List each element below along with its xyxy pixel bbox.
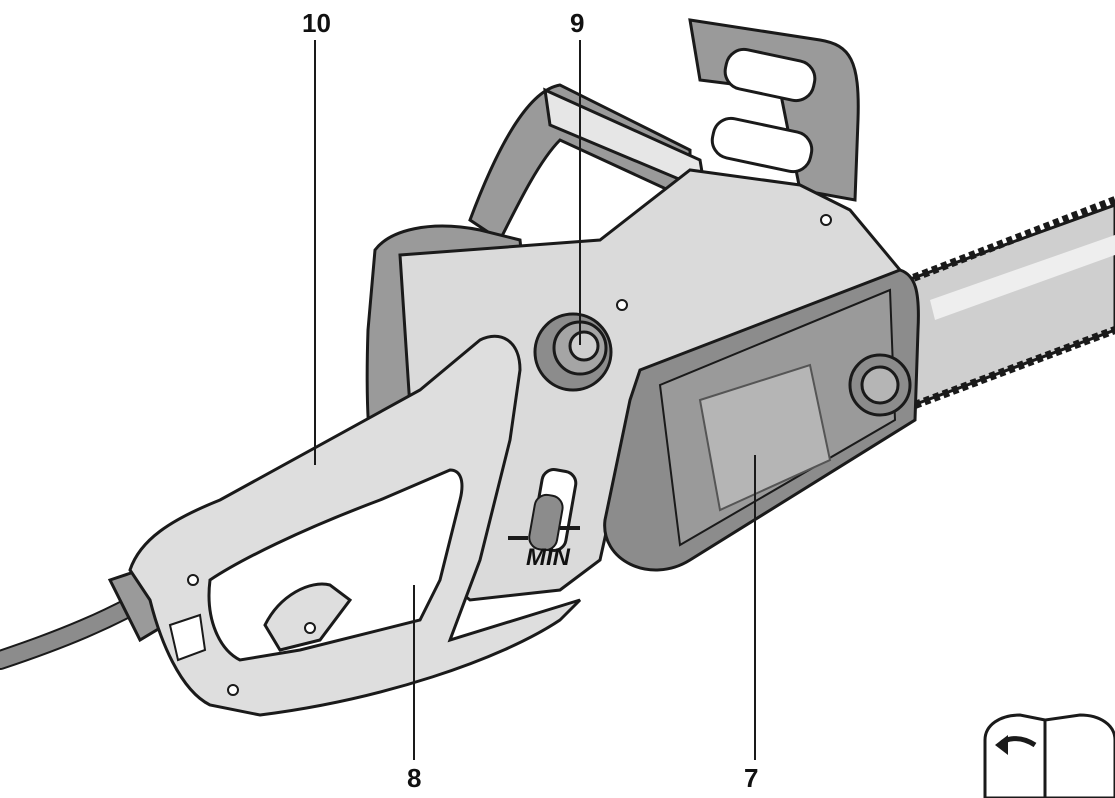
screws [187,214,832,696]
front-hand-guard [688,18,860,202]
trigger-switch [263,582,353,652]
callout-7: 7 [744,763,759,793]
sprocket-cover [603,268,920,572]
callout-8: 8 [407,763,422,793]
callout-9: 9 [570,8,585,38]
min-marking: MIN [526,544,571,571]
rear-handle [128,334,582,717]
callout-10: 10 [302,8,331,38]
oil-level-window: MIN [508,468,580,571]
page-turn-icon [983,713,1115,798]
cover-label-panel [698,363,832,512]
oil-tank-cap [533,312,613,392]
leader-lines [314,40,756,760]
